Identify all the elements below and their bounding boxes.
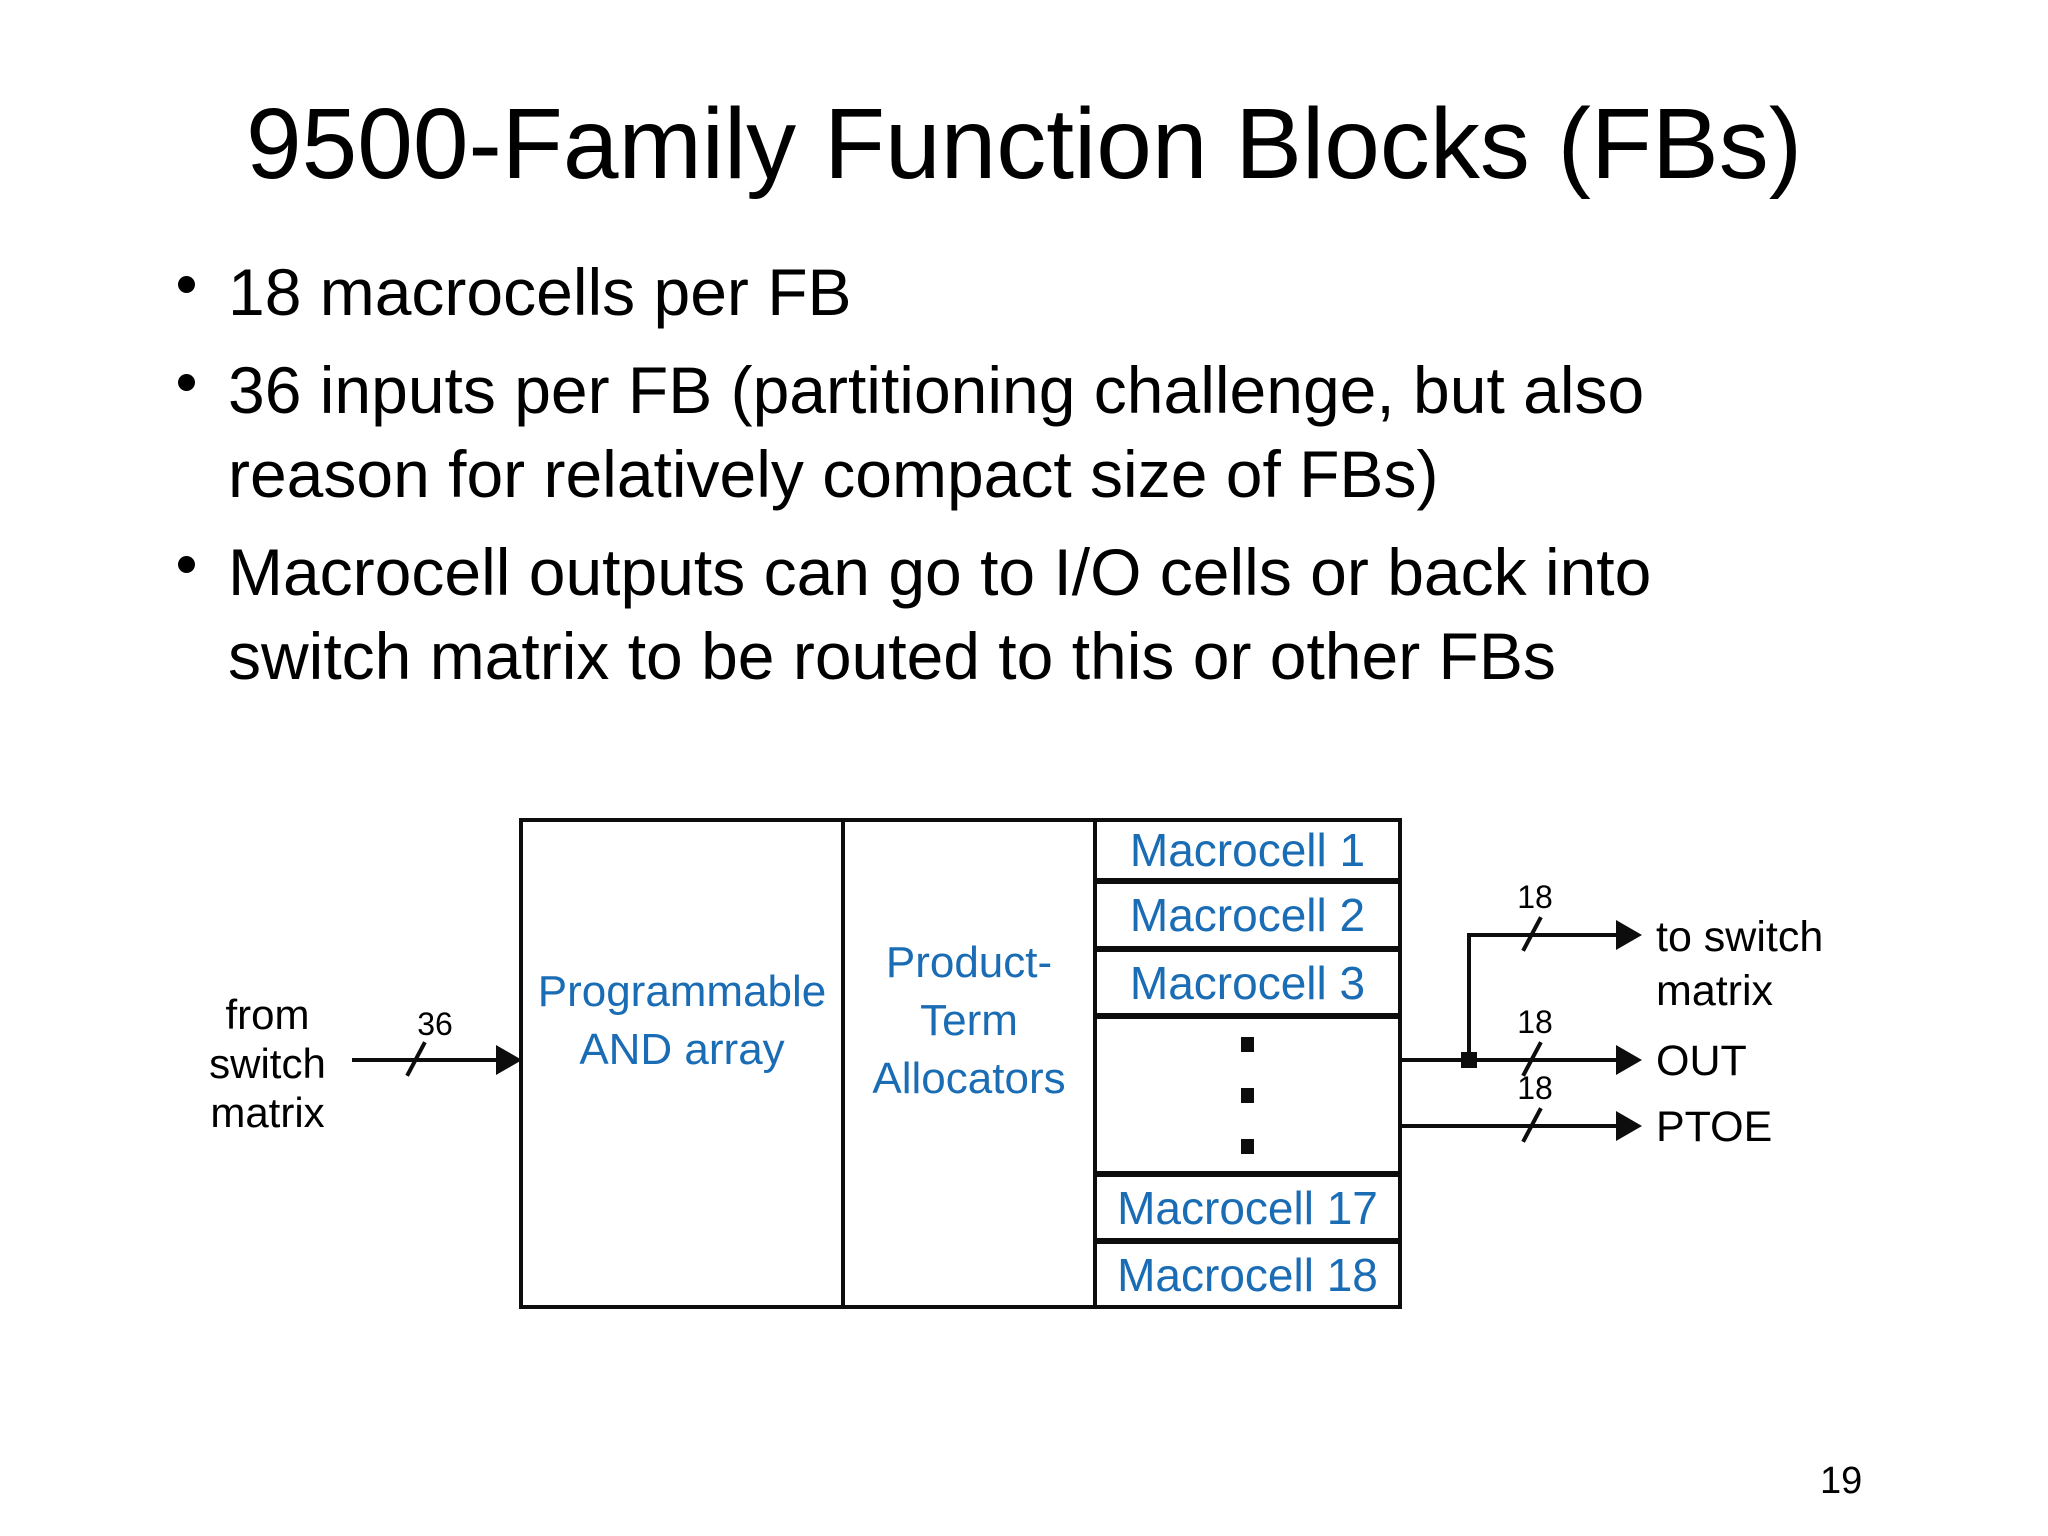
label-line: Programmable bbox=[537, 966, 827, 1016]
ptoe-bus-width-label: 18 bbox=[1517, 1070, 1553, 1106]
input-arrowhead-icon bbox=[496, 1045, 522, 1075]
macrocell-18-cell: Macrocell 18 bbox=[1117, 1248, 1378, 1301]
ellipsis-dot-icon bbox=[1241, 1087, 1254, 1103]
product-term-allocators-label: Product- Term Allocators bbox=[872, 934, 1065, 1108]
feedback-vertical-line bbox=[1467, 933, 1471, 1062]
label-line: matrix bbox=[210, 1089, 325, 1136]
to-switch-matrix-arrowhead-icon bbox=[1616, 920, 1642, 950]
bullet-text: 36 inputs per FB (partitioning challenge… bbox=[228, 353, 1645, 511]
bullet-text: 18 macrocells per FB bbox=[228, 255, 852, 329]
bullet-list: 18 macrocells per FB 36 inputs per FB (p… bbox=[170, 250, 1772, 712]
macrocell-17-cell: Macrocell 17 bbox=[1097, 1177, 1398, 1244]
to-switch-matrix-bus-width-label: 18 bbox=[1517, 879, 1553, 915]
out-line bbox=[1402, 1058, 1618, 1062]
label-line: Allocators bbox=[872, 1053, 1066, 1103]
label-line: Product- bbox=[885, 937, 1053, 987]
bullet-text: Macrocell outputs can go to I/O cells or… bbox=[228, 535, 1652, 693]
label-line: from bbox=[225, 991, 310, 1038]
function-block-diagram: Programmable AND array Product- Term All… bbox=[519, 818, 1402, 1309]
macrocell-1-cell: Macrocell 1 bbox=[1097, 822, 1398, 884]
bullet-dot-icon bbox=[178, 276, 195, 293]
slide-title: 9500-Family Function Blocks (FBs) bbox=[245, 88, 1802, 200]
to-switch-matrix-line bbox=[1467, 933, 1618, 937]
macrocell-2-cell: Macrocell 2 bbox=[1097, 884, 1398, 952]
ptoe-label: PTOE bbox=[1656, 1103, 1773, 1151]
bullet-item: Macrocell outputs can go to I/O cells or… bbox=[170, 530, 1772, 698]
ellipsis-dot-icon bbox=[1241, 1036, 1254, 1052]
out-arrowhead-icon bbox=[1616, 1045, 1642, 1075]
product-term-allocators-block: Product- Term Allocators bbox=[845, 822, 1097, 1305]
bullet-dot-icon bbox=[178, 374, 195, 391]
out-label: OUT bbox=[1656, 1037, 1747, 1085]
macrocell-column: Macrocell 1 Macrocell 2 Macrocell 3 Macr… bbox=[1097, 822, 1398, 1305]
label-line: switch bbox=[209, 1040, 326, 1087]
programmable-and-array-block: Programmable AND array bbox=[523, 822, 845, 1305]
macrocell-ellipsis-cell bbox=[1097, 1019, 1398, 1177]
macrocell-3-cell: Macrocell 3 bbox=[1097, 952, 1398, 1019]
bullet-item: 36 inputs per FB (partitioning challenge… bbox=[170, 348, 1772, 516]
out-bus-width-label: 18 bbox=[1517, 1004, 1553, 1040]
bullet-dot-icon bbox=[178, 556, 195, 573]
to-switch-matrix-label: to switch matrix bbox=[1656, 910, 1823, 1018]
input-bus-width-label: 36 bbox=[417, 1006, 453, 1042]
ptoe-line bbox=[1402, 1124, 1618, 1128]
ellipsis-dot-icon bbox=[1241, 1138, 1254, 1154]
bullet-item: 18 macrocells per FB bbox=[170, 250, 1772, 334]
from-switch-matrix-label: from switch matrix bbox=[150, 990, 385, 1137]
input-bus-line bbox=[352, 1058, 498, 1062]
label-line: matrix bbox=[1656, 967, 1774, 1015]
label-line: AND array bbox=[579, 1024, 785, 1074]
programmable-and-array-label: Programmable AND array bbox=[538, 963, 827, 1079]
label-line: Term bbox=[920, 995, 1018, 1045]
label-line: to switch bbox=[1656, 913, 1824, 961]
page-number: 19 bbox=[1820, 1460, 1863, 1502]
ptoe-arrowhead-icon bbox=[1616, 1111, 1642, 1141]
